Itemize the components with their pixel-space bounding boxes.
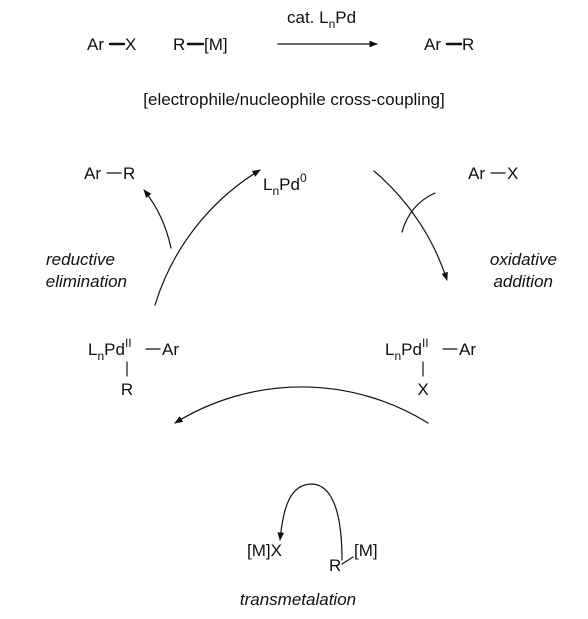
reactant-m-label: [M]	[204, 35, 228, 54]
byproduct-label: [M]X	[247, 541, 282, 560]
arc-transmetalation	[174, 386, 429, 424]
nucleophile: R [M]	[329, 541, 378, 575]
scheme-caption: [electrophile/nucleophile cross-coupling…	[143, 90, 444, 109]
reductive-elimination-line1: reductive	[46, 250, 115, 269]
intermediate-right-x-label: X	[417, 380, 428, 399]
intermediate-left-r-label: R	[121, 380, 133, 399]
product-ar-label: Ar	[424, 35, 441, 54]
reagent-label: cat. LnPd	[287, 8, 356, 31]
cycle-arcs	[154, 169, 448, 424]
bond-line	[341, 556, 354, 565]
reactant-ar-x-label: Ar	[87, 35, 104, 54]
intermediate-right: LnPdII Ar X	[385, 336, 476, 399]
arrow-product-out	[143, 189, 172, 249]
product-r-label: R	[462, 35, 474, 54]
oxidative-addition-line1: oxidative	[490, 250, 557, 269]
reductive-elimination-line2: elimination	[46, 272, 127, 291]
intermediate-right-pd-label: LnPdII	[385, 336, 429, 363]
intermediate-left: LnPdII Ar R	[88, 336, 179, 399]
arrow-transmetalation-exchange	[277, 483, 343, 561]
arrow-reactant-in	[401, 192, 436, 233]
reactant-in-ar-label: Ar	[468, 164, 485, 183]
arc-oxidative-addition	[373, 170, 448, 281]
oxidative-addition-line2: addition	[493, 272, 553, 291]
top-scheme: Ar X R [M] cat. LnPd Ar R [electrophile/…	[87, 8, 474, 109]
intermediate-left-ar-label: Ar	[162, 340, 179, 359]
transmetalation-label: transmetalation	[240, 590, 356, 609]
reactant-in-x-label: X	[507, 164, 518, 183]
product-out-r-label: R	[123, 164, 135, 183]
catalyst-label: LnPd0	[263, 171, 307, 198]
nucleophile-m-label: [M]	[354, 541, 378, 560]
intermediate-right-ar-label: Ar	[459, 340, 476, 359]
reactant-x-label: X	[125, 35, 136, 54]
nucleophile-r-label: R	[329, 556, 341, 575]
product-out-ar-label: Ar	[84, 164, 101, 183]
arc-reductive-elimination	[154, 169, 261, 306]
reactant-r-label: R	[173, 35, 185, 54]
intermediate-left-pd-label: LnPdII	[88, 336, 132, 363]
